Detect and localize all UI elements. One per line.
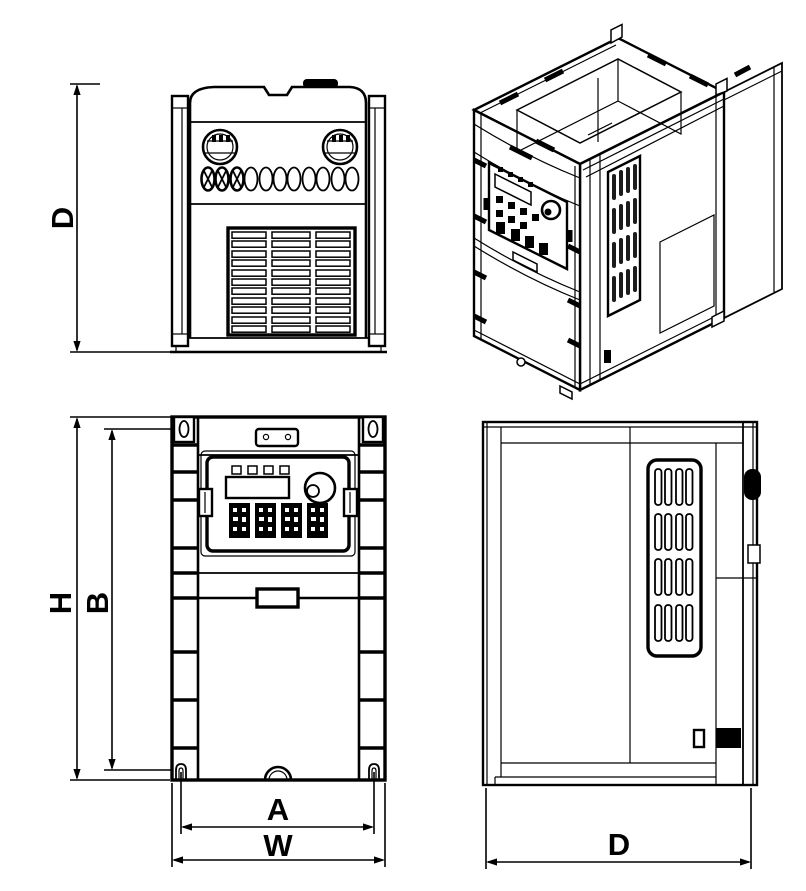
top-grille-slats [231, 231, 351, 333]
mounting-slot-bottom-left [175, 763, 187, 780]
top-view-right-rail [367, 94, 387, 348]
top-view-cable-glands [201, 128, 359, 166]
mounting-tab-top-left [172, 415, 196, 444]
front-cover-latch[interactable] [255, 587, 300, 609]
iso-keypad [483, 161, 573, 271]
top-view-device [170, 79, 387, 354]
iso-control-knob [540, 199, 562, 221]
iso-back-plate [723, 61, 783, 320]
top-view-dimension-depth: D [45, 83, 175, 353]
front-view-dimension-mounting-width: A [180, 772, 375, 834]
side-view-device [481, 420, 761, 787]
iso-side-details [579, 96, 725, 385]
side-view-slot [692, 728, 706, 749]
dimension-label-width: W [263, 828, 293, 863]
front-view-keypad [197, 450, 359, 557]
front-view-dimension-width: W [171, 783, 386, 867]
iso-corner-tab-back [610, 23, 623, 45]
iso-top-opening [479, 23, 728, 153]
dimension-label-depth-top: D [45, 207, 80, 229]
front-view-dimension-mounting-height: B [80, 428, 171, 771]
iso-foot-front [559, 384, 573, 401]
front-view-nameplate [254, 427, 300, 448]
iso-keypad-display [494, 172, 532, 207]
top-view-cover-outline [188, 85, 368, 338]
iso-cover-latch [512, 250, 538, 274]
top-view-wiring-holes [200, 166, 360, 192]
mounting-slot-bottom-right [368, 763, 380, 780]
iso-brand-logo [508, 144, 534, 161]
iso-vent-grille [606, 154, 642, 318]
side-view-enclosure [481, 420, 759, 787]
iso-screw-hole [516, 357, 526, 367]
side-view-knob-bump [744, 469, 761, 500]
iso-front-details [472, 114, 582, 401]
keypad-display [224, 475, 291, 500]
front-view-device [170, 415, 387, 782]
top-view: D [45, 79, 387, 354]
front-view-left-rail-segments [172, 443, 198, 750]
side-view-vent-grille [646, 458, 703, 658]
side-view-connector-block [716, 728, 741, 748]
side-view-dimension-depth: D [485, 788, 752, 869]
dimension-label-mounting-height: B [80, 592, 115, 614]
dimension-label-depth-side: D [608, 827, 630, 862]
top-view-left-rail [170, 94, 190, 348]
dimension-label-height: H [43, 592, 78, 614]
front-view-dimension-height: H [43, 416, 171, 781]
iso-foot-right [711, 309, 725, 329]
bottom-cable-arch [263, 765, 293, 781]
iso-corner-tab-right [715, 77, 728, 97]
front-view: H B [43, 415, 387, 867]
top-view-clip-tab [303, 79, 338, 88]
side-view-rear-notch [747, 544, 761, 564]
top-view-vent-grille [226, 226, 357, 337]
iso-front-rail-clips [472, 157, 582, 349]
mounting-keyhole-top-right [367, 420, 379, 438]
iso-label-area [659, 214, 715, 334]
iso-rim-clips [498, 52, 752, 153]
isometric-view [471, 23, 783, 401]
mounting-tab-top-right [361, 415, 385, 444]
front-view-right-rail-segments [359, 443, 385, 750]
dimension-label-mounting-width: A [267, 792, 289, 827]
side-view: D [481, 420, 761, 869]
mounting-keyhole-top-left [178, 420, 190, 438]
